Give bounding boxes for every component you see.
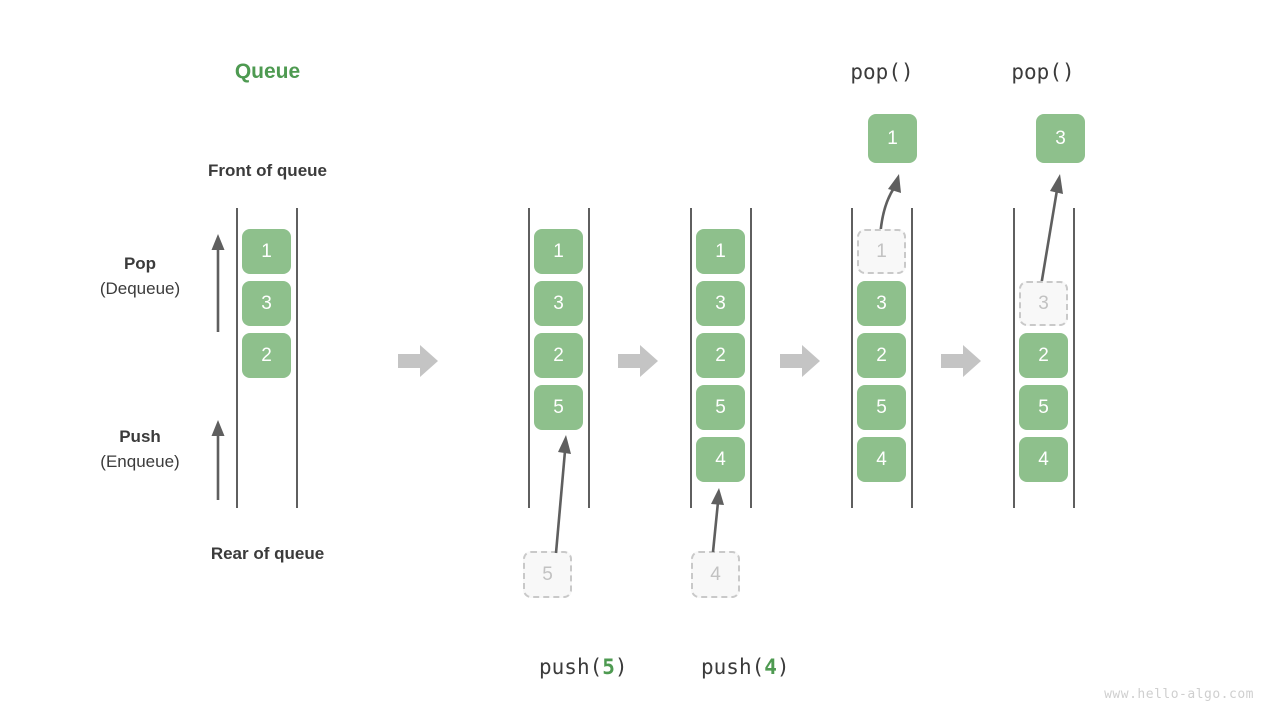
push-label-line2: (Enqueue) xyxy=(100,452,180,471)
push-label-line1: Push xyxy=(119,427,161,446)
queue-cell: 5 xyxy=(696,385,745,430)
queue-cells: 1 3 2 5 xyxy=(534,229,584,437)
push-4-caption-prefix: push( xyxy=(701,655,765,679)
queue-cell: 3 xyxy=(242,281,291,326)
queue-column-push-5: 1 3 2 5 xyxy=(528,208,590,508)
queue-rail-right xyxy=(296,208,298,508)
page-title: Queue xyxy=(234,60,301,83)
push-4-caption: push(4) xyxy=(640,631,800,703)
step-separator-arrow xyxy=(398,345,438,377)
push-5-caption-suffix: ) xyxy=(614,655,628,679)
queue-column-pop-1: 1 3 2 5 4 xyxy=(851,208,913,508)
push-5-caption-arg: 5 xyxy=(602,655,615,679)
pop-side-label: Pop (Dequeue) xyxy=(55,252,225,302)
queue-cell: 4 xyxy=(1019,437,1068,482)
pop-1-caption: pop() xyxy=(850,60,914,84)
step-separator-arrow xyxy=(941,345,981,377)
queue-rail-left xyxy=(851,208,853,508)
queue-cells: 1 3 2 5 4 xyxy=(696,229,746,489)
push-4-caption-arg: 4 xyxy=(764,655,777,679)
push-4-caption-suffix: ) xyxy=(776,655,790,679)
queue-cell: 2 xyxy=(1019,333,1068,378)
popped-cell: 1 xyxy=(868,114,917,163)
queue-rail-right xyxy=(911,208,913,508)
queue-rail-right xyxy=(588,208,590,508)
queue-rail-left xyxy=(1013,208,1015,508)
queue-cell: 1 xyxy=(696,229,745,274)
front-of-queue-label: Front of queue xyxy=(208,161,327,180)
incoming-ghost-cell: 5 xyxy=(523,551,572,598)
queue-cell: 1 xyxy=(242,229,291,274)
queue-cell: 2 xyxy=(696,333,745,378)
step-separator-arrow xyxy=(618,345,658,377)
queue-cell: 2 xyxy=(534,333,583,378)
queue-cells: 1 3 2 5 4 xyxy=(857,229,907,489)
step-separator-arrow xyxy=(780,345,820,377)
queue-cells: 1 3 2 xyxy=(242,229,292,385)
queue-rail-left xyxy=(528,208,530,508)
queue-cell: 4 xyxy=(857,437,906,482)
queue-cell: 1 xyxy=(534,229,583,274)
pop-3-caption: pop() xyxy=(1011,60,1075,84)
queue-column-initial: 1 3 2 xyxy=(236,208,298,508)
watermark: www.hello-algo.com xyxy=(1104,687,1254,702)
queue-column-pop-3: 3 2 5 4 xyxy=(1013,208,1075,508)
queue-cell: 3 xyxy=(857,281,906,326)
queue-cell: 2 xyxy=(857,333,906,378)
pop-label-line2: (Dequeue) xyxy=(99,279,181,298)
queue-cell: 2 xyxy=(242,333,291,378)
queue-cell-removed: 3 xyxy=(1019,281,1068,326)
queue-cell: 3 xyxy=(696,281,745,326)
queue-rail-right xyxy=(750,208,752,508)
queue-cell: 3 xyxy=(534,281,583,326)
queue-cell: 5 xyxy=(1019,385,1068,430)
rear-of-queue-label: Rear of queue xyxy=(210,544,325,563)
queue-cell-new: 5 xyxy=(534,385,583,430)
queue-cell: 5 xyxy=(857,385,906,430)
queue-cell-new: 4 xyxy=(696,437,745,482)
pop-label-line1: Pop xyxy=(123,254,157,273)
popped-cell: 3 xyxy=(1036,114,1085,163)
queue-rail-left xyxy=(236,208,238,508)
queue-cell-removed: 1 xyxy=(857,229,906,274)
push-5-caption: push(5) xyxy=(478,631,638,703)
queue-rail-left xyxy=(690,208,692,508)
incoming-ghost-cell: 4 xyxy=(691,551,740,598)
queue-rail-right xyxy=(1073,208,1075,508)
push-side-label: Push (Enqueue) xyxy=(55,425,225,475)
push-5-caption-prefix: push( xyxy=(539,655,603,679)
queue-cells: 3 2 5 4 xyxy=(1019,281,1069,489)
queue-column-push-4: 1 3 2 5 4 xyxy=(690,208,752,508)
